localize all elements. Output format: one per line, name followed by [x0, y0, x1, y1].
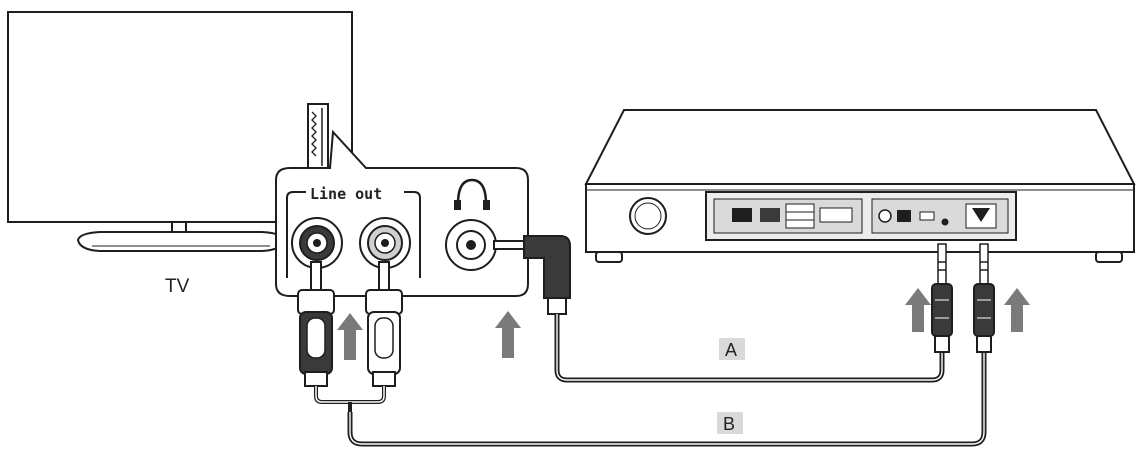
headphones-icon	[454, 178, 490, 210]
rca-jack-right	[359, 217, 411, 269]
plug-a-into-receiver	[931, 243, 953, 353]
arrow-up-icon	[1004, 288, 1030, 332]
receiver-device	[584, 109, 1136, 263]
tv-side-connector-strip	[307, 103, 329, 171]
port-block	[732, 208, 752, 222]
cable-b	[347, 350, 987, 447]
line-out-bracket	[286, 191, 421, 278]
cable-a	[554, 314, 945, 383]
port-block	[760, 208, 780, 222]
headphone-plug-right-angle	[493, 235, 571, 315]
headphone-jack	[445, 219, 497, 271]
tv-stand-base	[76, 231, 286, 252]
line-out-label: Line out	[310, 185, 382, 203]
arrow-up-icon	[905, 288, 931, 332]
arrow-up-icon	[337, 313, 363, 360]
cable-b-label: B	[723, 414, 735, 434]
arrow-up-icon	[495, 311, 521, 358]
rca-jack-left	[291, 217, 343, 269]
audio-jack-b	[980, 222, 986, 228]
power-port	[878, 209, 892, 223]
rear-panel	[705, 191, 1017, 241]
tv: TV	[7, 11, 353, 297]
tv-output-callout: Line out	[275, 129, 529, 297]
rca-plug-left	[297, 261, 335, 387]
plug-b-into-receiver	[973, 243, 995, 353]
tv-label: TV	[165, 276, 190, 297]
cable-a-label: A	[725, 340, 737, 360]
audio-jack-a	[941, 218, 949, 226]
rca-plug-right	[365, 261, 403, 387]
y-splitter-cable	[314, 386, 386, 404]
